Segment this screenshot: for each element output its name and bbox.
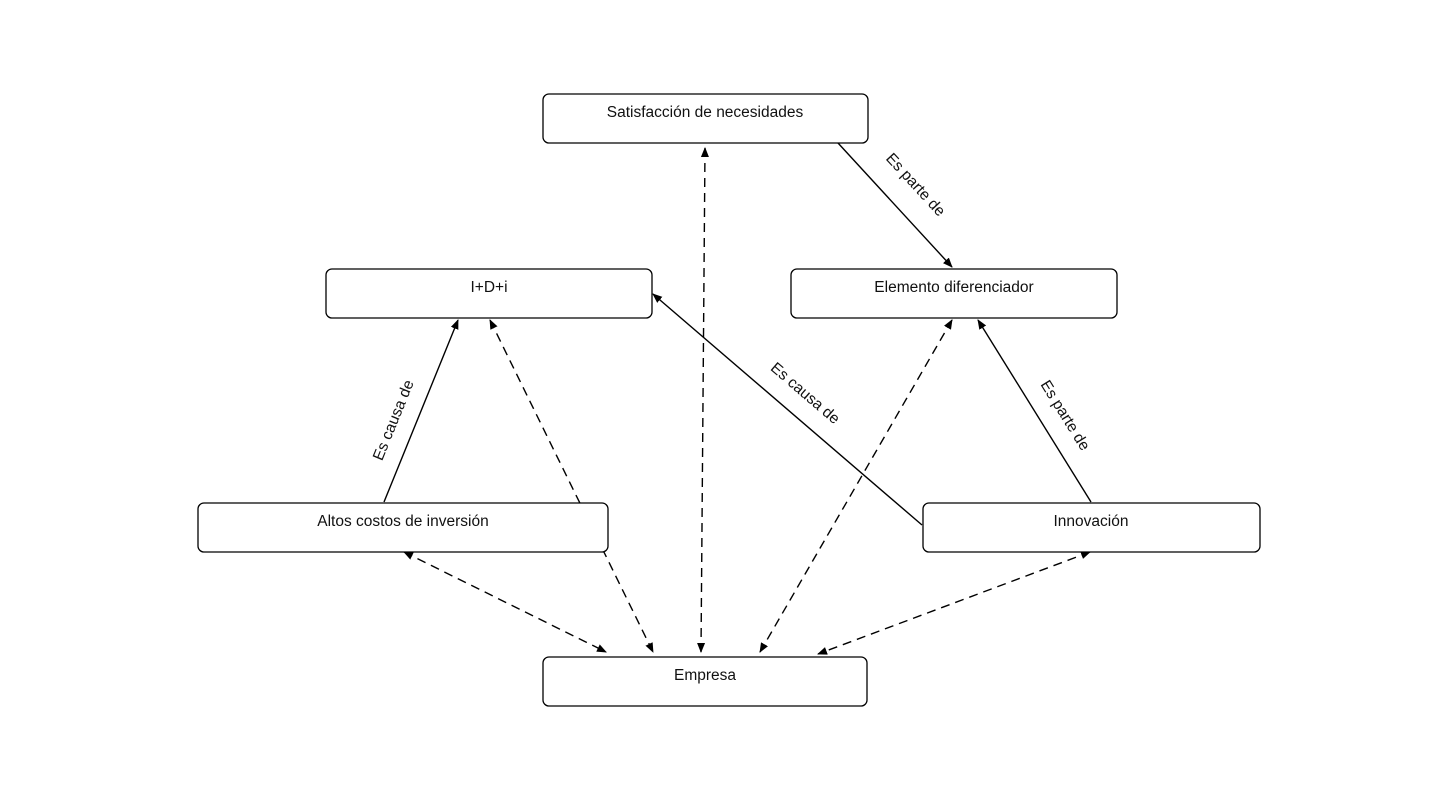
node-empresa: Empresa — [542, 656, 868, 707]
edge-label-innovacion-idi: Es causa de — [767, 359, 843, 427]
node-elemento: Elemento diferenciador — [790, 268, 1118, 319]
node-innovacion-box — [922, 502, 1261, 553]
node-elemento-box — [790, 268, 1118, 319]
edges-layer — [383, 142, 1092, 655]
edge-label-innovacion-elemento: Es parte de — [1037, 377, 1093, 453]
node-idi-box — [325, 268, 653, 319]
node-altos-costos: Altos costos de inversión — [197, 502, 609, 553]
edge-satisfaccion-to-elemento — [837, 142, 953, 268]
node-idi-label: I+D+i — [470, 279, 507, 296]
edge-innovacion-to-elemento — [977, 319, 1092, 503]
edge-idi-empresa — [489, 319, 654, 653]
node-altos-costos-box — [197, 502, 609, 553]
edge-altos-costos-empresa — [403, 551, 607, 653]
node-innovacion-label: Innovación — [1054, 513, 1129, 530]
node-idi: I+D+i — [325, 268, 653, 319]
edge-innovacion-to-idi — [652, 293, 923, 526]
node-elemento-label: Elemento diferenciador — [874, 279, 1033, 296]
edge-altos-costos-to-idi — [383, 319, 459, 503]
edge-label-satisfaccion-elemento: Es parte de — [882, 150, 948, 220]
node-satisfaccion-box — [542, 93, 869, 144]
node-altos-costos-label: Altos costos de inversión — [317, 513, 488, 530]
node-empresa-box — [542, 656, 868, 707]
edge-label-altos-costos-idi: Es causa de — [370, 378, 418, 463]
edge-satisfaccion-empresa — [697, 147, 709, 653]
node-empresa-label: Empresa — [674, 667, 736, 684]
node-innovacion: Innovación — [922, 502, 1261, 553]
node-satisfaccion: Satisfacción de necesidades — [542, 93, 869, 144]
edge-innovacion-empresa — [817, 551, 1091, 655]
node-satisfaccion-label: Satisfacción de necesidades — [607, 104, 804, 121]
edge-elemento-empresa — [759, 319, 953, 653]
